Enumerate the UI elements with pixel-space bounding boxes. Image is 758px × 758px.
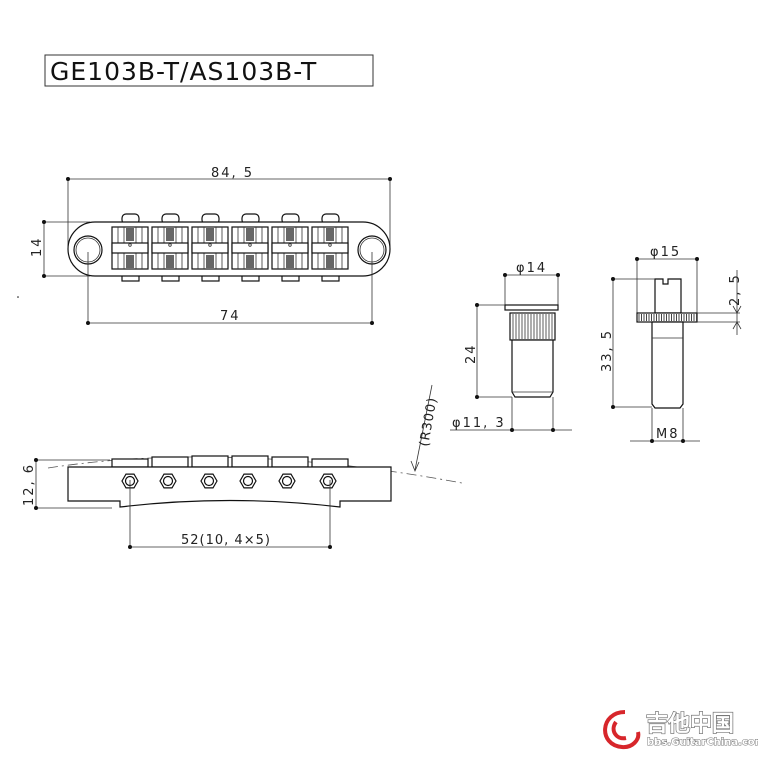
screw-thread — [326, 255, 334, 268]
screw-thread — [286, 228, 294, 241]
dim-bushing-body: φ11, 3 — [452, 416, 506, 431]
adjust-screw — [322, 475, 334, 487]
dim-wheel-thickness: 2, 5 — [728, 273, 743, 306]
dim-stud-wheel: φ15 — [650, 245, 681, 260]
saddle-top — [311, 226, 349, 270]
adjust-screw — [242, 475, 254, 487]
stud: φ15 33, 5 2, 5 M8 — [600, 245, 743, 443]
saddle-top — [231, 226, 269, 270]
dragon-logo-icon — [603, 710, 641, 750]
dim-side-height: 12, 6 — [22, 463, 37, 506]
screw-thread — [206, 255, 214, 268]
saddle-side — [311, 458, 349, 468]
saddle-side — [191, 455, 229, 468]
dim-overall-length: 84, 5 — [211, 166, 254, 181]
dim-bushing-length: 24 — [464, 343, 479, 364]
screw-thread — [206, 228, 214, 241]
dim-stud-length: 33, 5 — [600, 329, 615, 372]
stud-bushing: φ14 24 φ11, 3 — [450, 261, 572, 432]
screw-thread — [246, 255, 254, 268]
adjust-screw — [162, 475, 174, 487]
dim-bushing-flange: φ14 — [516, 261, 547, 276]
adjust-screw — [203, 475, 215, 487]
dim-post-spacing: 74 — [220, 309, 241, 324]
title-frame — [44, 54, 374, 87]
watermark-url: bbs.GuitarChina.com — [647, 737, 758, 748]
saddle-top — [151, 226, 189, 270]
watermark-chinese: 吉他中国 — [646, 711, 734, 737]
saddle-side — [231, 455, 269, 468]
side-view: 12, 6 52(10, 4×5) (R300) — [22, 384, 463, 549]
adjust-screw — [281, 475, 293, 487]
saddle-top — [191, 226, 229, 270]
dim-height: 14 — [30, 236, 45, 257]
bridge-body-side — [67, 466, 392, 508]
saddle-side — [111, 458, 149, 468]
guitarchina-watermark: 吉他中国 bbs.GuitarChina.com — [603, 710, 758, 750]
screw-thread — [126, 255, 134, 268]
screw-thread — [126, 228, 134, 241]
screw-thread — [166, 255, 174, 268]
top-view: 84, 5 14 74 — [17, 166, 392, 325]
saddle-top — [111, 226, 149, 270]
saddle-side — [151, 456, 189, 468]
drawing-title: GE103B-T/AS103B-T — [50, 57, 317, 86]
screw-thread — [166, 228, 174, 241]
dim-radius: (R300) — [417, 396, 440, 448]
screw-thread — [246, 228, 254, 241]
dim-thread: M8 — [656, 427, 680, 442]
saddle-top — [271, 226, 309, 270]
saddle-side — [271, 456, 309, 468]
screw-thread — [286, 255, 294, 268]
screw-thread — [326, 228, 334, 241]
dim-string-spacing: 52(10, 4×5) — [181, 533, 271, 548]
